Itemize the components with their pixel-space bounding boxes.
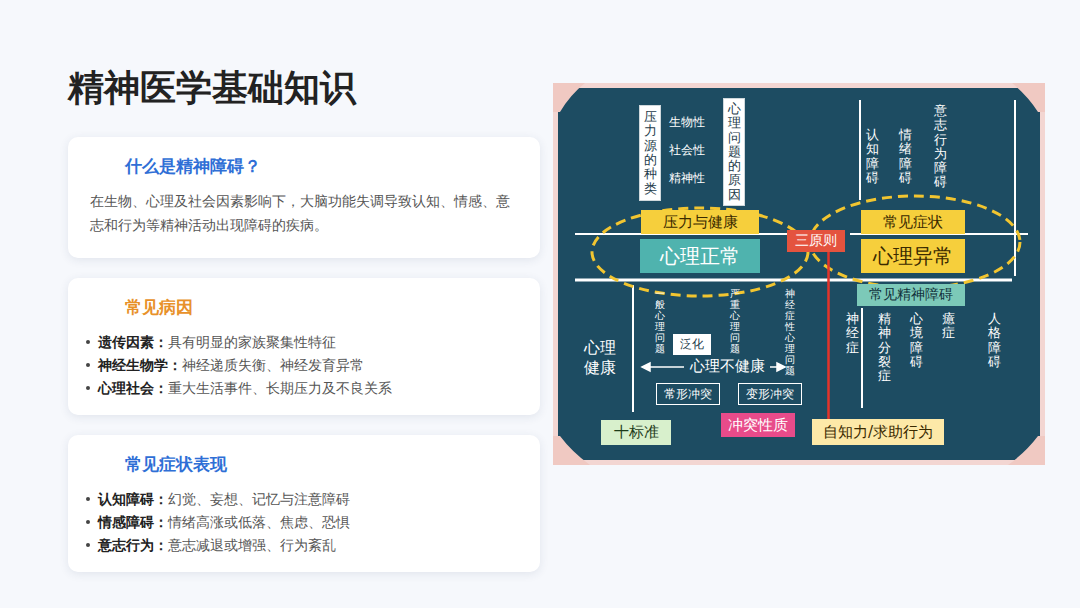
diagram-label: 心理健康 [584,338,616,378]
diagram-label: 一般心理问题 [655,288,665,354]
frame-doodle [553,83,585,112]
bullet-text: 情绪高涨或低落、焦虑、恐惧 [168,514,350,530]
diagram-label: 认知障碍 [866,128,879,185]
bullet-text: 意志减退或增强、行为紊乱 [168,537,336,553]
label-box: 十标准 [601,420,671,445]
bullet-label: 心理社会： [98,380,168,396]
bullet-row: 情感障碍：情绪高涨或低落、焦虑、恐惧 [98,512,524,532]
diagram-label: 精神分裂症 [878,312,891,383]
box-text: 常见精神障碍 [869,286,953,304]
diagram-label: 情绪障碍 [899,128,912,185]
arrow-line [646,366,684,368]
bullet-label: 情感障碍： [98,514,168,530]
bullet-label: 意志行为： [98,537,168,553]
divider-line [632,285,634,412]
card-body: 在生物、心理及社会因素影响下，大脑功能失调导致认知、情感、意志和行为等精神活动出… [90,189,518,237]
panel [553,83,1045,465]
vertical-box: 压力源的种类 [639,105,661,201]
frame-doodle [1008,436,1045,465]
frame-doodle [1012,83,1045,112]
bullet-row: 心理社会：重大生活事件、长期压力及不良关系 [98,378,524,398]
bullet-row: 意志行为：意志减退或增强、行为紊乱 [98,535,524,555]
box-text: 心理问题的原因 [728,102,741,202]
diagram-label: 人格障碍 [988,312,1001,369]
bullet-dot [86,543,90,547]
dashed-ellipse [592,208,808,296]
diagram-label: 心理不健康 [690,357,765,376]
box-text: 压力与健康 [663,213,738,232]
diagram-label: 神经症性心理问题 [785,288,795,376]
divider-lines [575,100,1028,412]
label-box: 变形冲突 [738,383,802,405]
diagram-label: 神经症 [846,312,859,355]
bullet-text: 神经递质失衡、神经发育异常 [182,357,364,373]
info-card: 常见病因遗传因素：具有明显的家族聚集性特征神经生物学：神经递质失衡、神经发育异常… [68,278,540,415]
arrow-head [642,363,650,371]
connector [827,252,830,419]
diagram-label: 意志行为障碍 [934,104,947,190]
info-card: 常见症状表现认知障碍：幻觉、妄想、记忆与注意障碍情感障碍：情绪高涨或低落、焦虑、… [68,435,540,572]
divider-line [861,308,863,408]
bullet-dot [86,386,90,390]
dashed-ellipses [592,196,1020,296]
box-text: 自知力/求助行为 [823,423,933,442]
arrow-head [777,363,785,371]
card-heading: 常见病因 [125,296,193,319]
label-box: 心理正常 [640,239,760,273]
label-box: 常形冲突 [656,383,720,405]
divider-line [575,279,1012,282]
bullet-label: 认知障碍： [98,491,168,507]
bullet-dot [86,363,90,367]
box-text: 变形冲突 [746,386,794,403]
box-text: 常见症状 [883,213,943,232]
box-text: 三原则 [795,232,837,250]
box-text: 十标准 [614,423,659,442]
diagram-label: 癔症 [942,312,955,341]
bullet-text: 重大生活事件、长期压力及不良关系 [168,380,392,396]
bullet-text: 具有明显的家族聚集性特征 [168,334,336,350]
bullet-dot [86,497,90,501]
label-box: 心理异常 [861,239,965,273]
box-text: 心理正常 [660,243,740,270]
card-heading: 常见症状表现 [125,453,227,476]
box-text: 冲突性质 [728,416,788,435]
divider-line [1014,100,1016,276]
frame-doodle [553,436,590,465]
panel-ground [558,88,1040,460]
page-title: 精神医学基础知识 [68,64,356,113]
info-card: 什么是精神障碍？ 在生物、心理及社会因素影响下，大脑功能失调导致认知、情感、意志和… [68,137,540,258]
label-box: 常见精神障碍 [857,284,965,306]
bullet-text: 幻觉、妄想、记忆与注意障碍 [168,491,350,507]
diagram-label: 生物性 [669,114,705,131]
box-text: 压力源的种类 [644,110,657,196]
label-box: 冲突性质 [721,413,795,437]
divider-line [859,100,861,200]
bullet-row: 认知障碍：幻觉、妄想、记忆与注意障碍 [98,489,524,509]
label-box: 泛化 [673,334,711,355]
card-heading: 什么是精神障碍？ [125,155,261,178]
bullet-dot [86,340,90,344]
bullet-dot [86,520,90,524]
bullet-row: 神经生物学：神经递质失衡、神经发育异常 [98,355,524,375]
label-box: 自知力/求助行为 [812,419,944,445]
diagram-label: 社会性 [669,142,705,159]
bullet-row: 遗传因素：具有明显的家族聚集性特征 [98,332,524,352]
diagram-label: 严重心理问题 [730,288,740,354]
bullet-label: 神经生物学： [98,357,182,373]
vertical-box: 心理问题的原因 [723,98,745,206]
panel-frame [553,83,1045,465]
box-text: 常形冲突 [664,386,712,403]
diagram-label: 心境障碍 [910,312,923,369]
box-text: 泛化 [680,336,704,353]
label-box: 三原则 [787,230,845,252]
box-text: 心理异常 [873,243,953,270]
diagram-label: 精神性 [669,170,705,187]
label-box: 常见症状 [861,210,965,234]
label-box: 压力与健康 [641,210,759,234]
bullet-label: 遗传因素： [98,334,168,350]
